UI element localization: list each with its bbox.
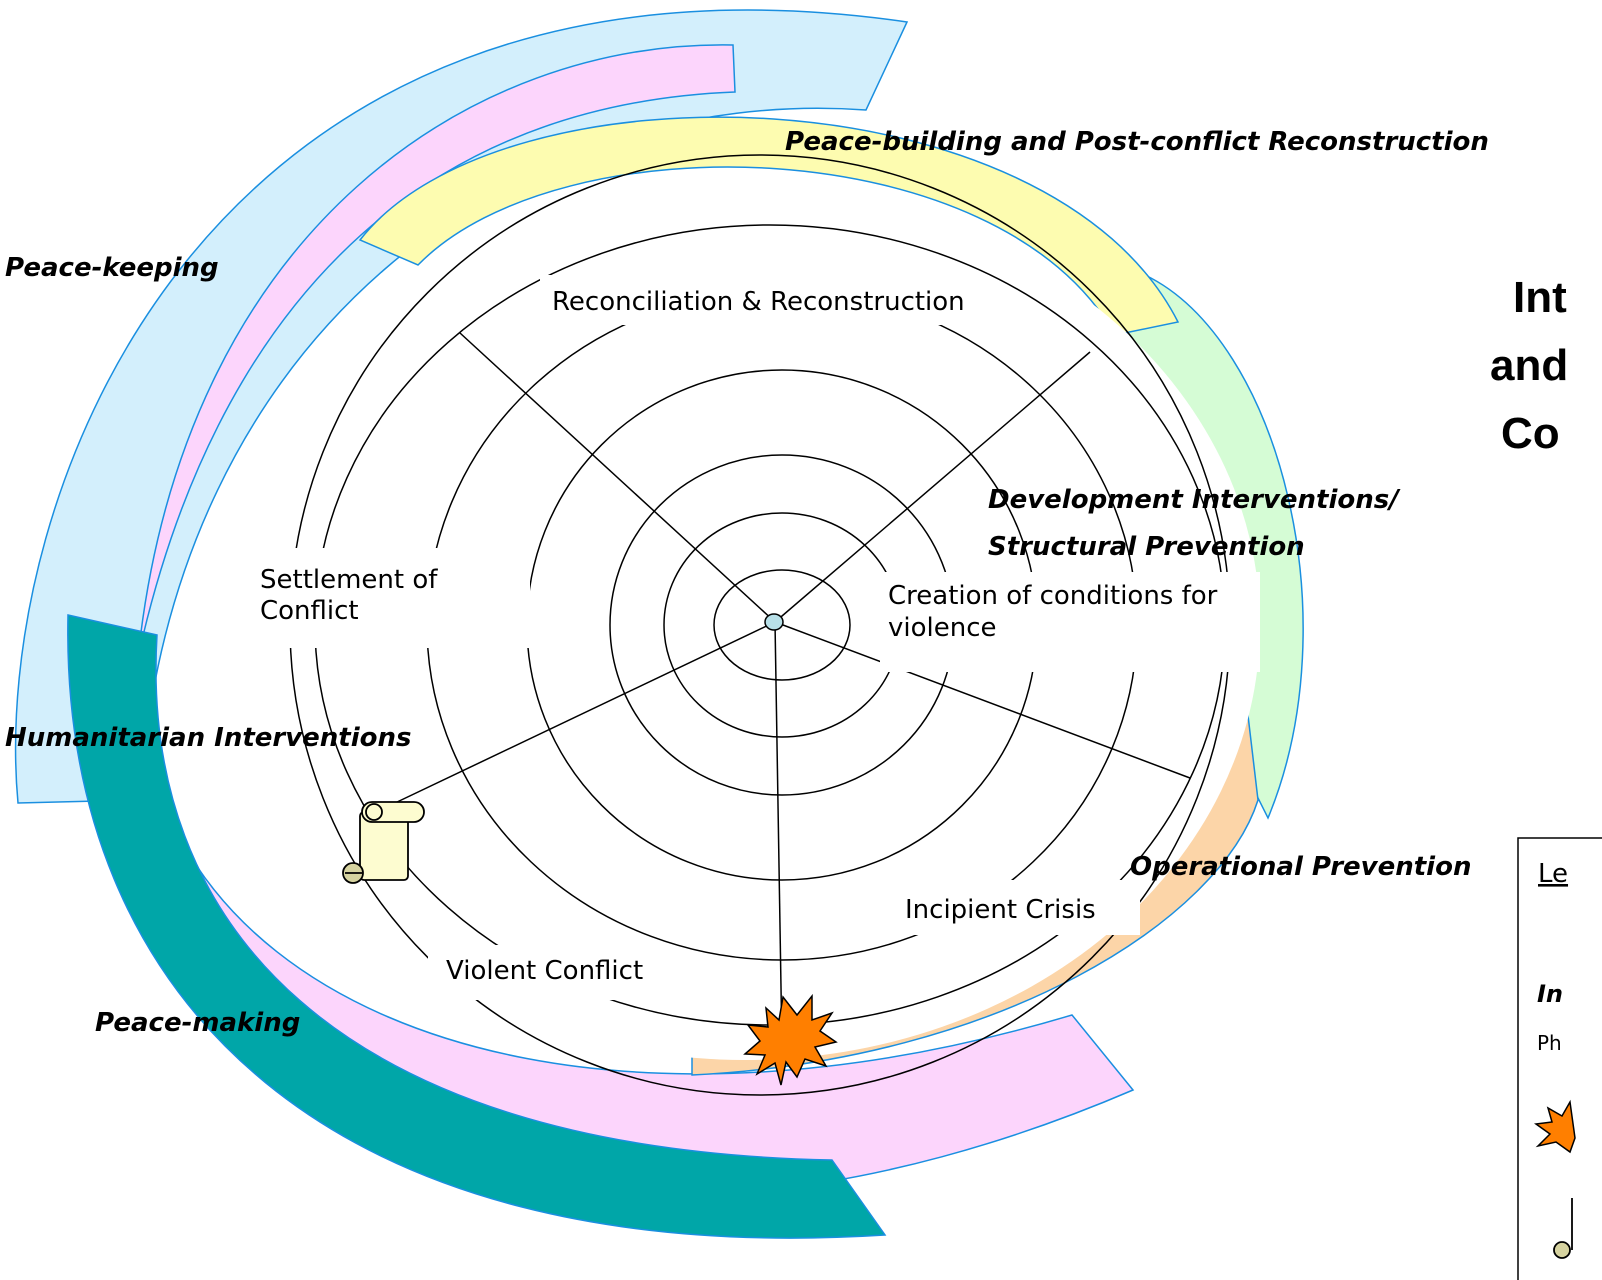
spoke-upper-right (774, 351, 1091, 623)
label-bg-violent (428, 945, 663, 1000)
center-hub (764, 613, 784, 631)
peace-building-band-pink (138, 44, 1135, 1197)
explosion-star-icon (743, 993, 838, 1086)
legend-scroll-icon (1553, 1198, 1573, 1259)
label-peace-making: Peace-making (95, 1008, 300, 1038)
legend-explosion-icon (1534, 1099, 1576, 1154)
legend-item-italic: In (1537, 980, 1563, 1008)
title-line-2: and (1490, 341, 1568, 390)
phase-creation-line2: violence (888, 613, 997, 643)
label-bg-reconciliation (540, 275, 980, 325)
phase-settlement-line2: Conflict (260, 596, 359, 626)
legend-box (1517, 837, 1602, 1280)
title-line-1: Int (1513, 273, 1567, 322)
phase-reconciliation: Reconciliation & Reconstruction (552, 287, 965, 317)
label-peace-keeping: Peace-keeping (5, 253, 219, 283)
label-humanitarian: Humanitarian Interventions (5, 723, 412, 753)
label-bg-incipient (885, 880, 1140, 935)
scroll-icon (342, 801, 425, 884)
spoke-lower-left (394, 621, 776, 804)
phase-incipient: Incipient Crisis (905, 895, 1096, 925)
spoke-upper-left (459, 332, 776, 623)
ring-1 (713, 569, 851, 681)
legend-heading: Le (1538, 859, 1568, 889)
label-operational: Operational Prevention (1130, 852, 1471, 882)
phase-creation-line1: Creation of conditions for (888, 581, 1218, 611)
label-development-line2: Structural Prevention (988, 532, 1305, 562)
inner-disc (230, 190, 1260, 1060)
spoke-bottom (774, 621, 783, 1049)
label-development-line1: Development Interventions/ (988, 485, 1401, 515)
radial-spokes (394, 332, 1191, 1049)
label-peace-building: Peace-building and Post-conflict Reconst… (785, 127, 1489, 157)
phase-settlement-line1: Settlement of (260, 565, 438, 595)
label-bg-settlement (240, 548, 530, 648)
spoke-lower-right (774, 621, 1191, 779)
phase-violent: Violent Conflict (446, 956, 643, 986)
peace-making-band (67, 614, 887, 1239)
legend-item-small: Ph (1537, 1031, 1562, 1055)
label-bg-creation (880, 572, 1260, 672)
title-line-3: Co (1501, 409, 1560, 458)
